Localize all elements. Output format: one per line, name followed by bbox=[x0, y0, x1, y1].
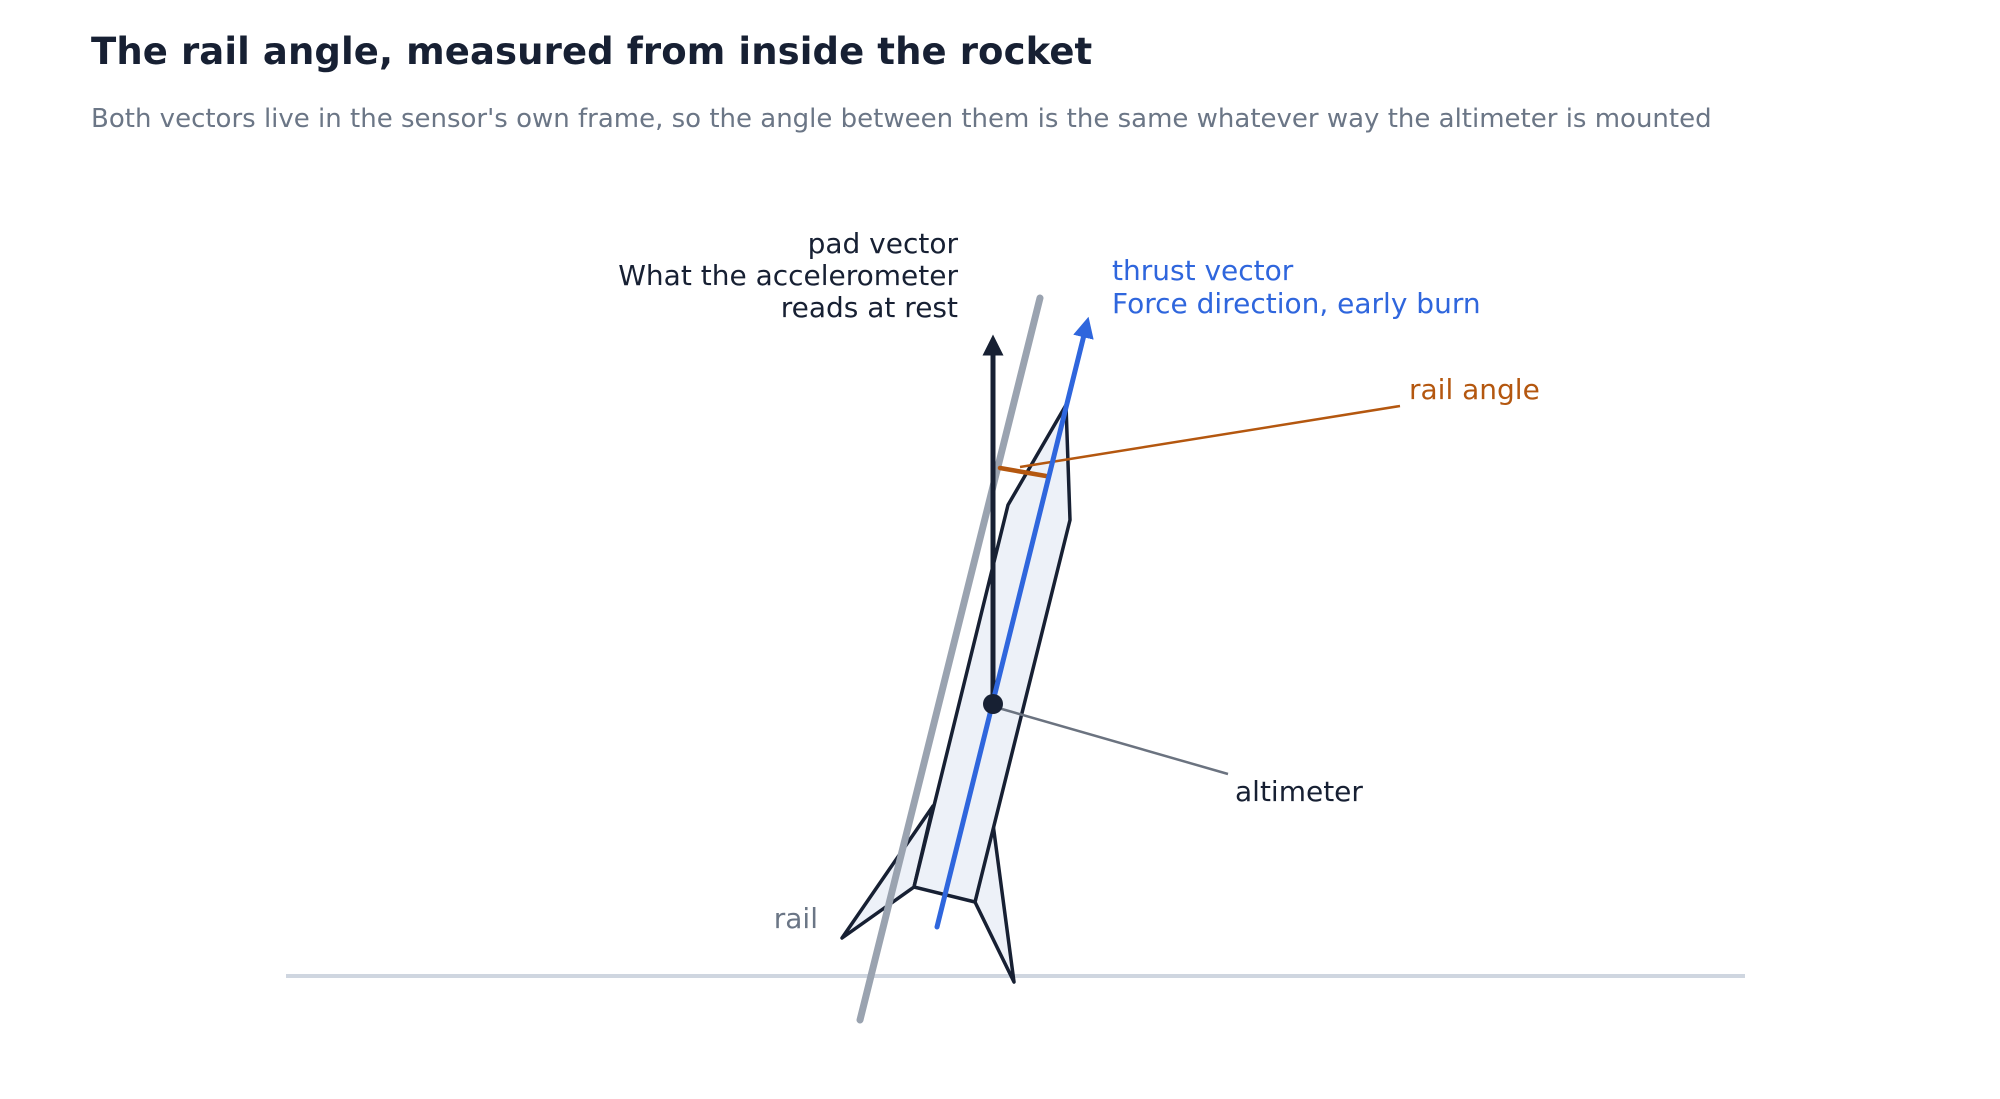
rail-angle-arc bbox=[997, 465, 1049, 479]
thrust-vector-description: Force direction, early burn bbox=[1112, 287, 1481, 320]
pad-vector-description-line1: What the accelerometer bbox=[618, 259, 958, 292]
altimeter-dot bbox=[983, 694, 1003, 714]
altimeter-leader bbox=[994, 705, 1229, 776]
rail-label: rail bbox=[774, 902, 818, 935]
altimeter-label: altimeter bbox=[1235, 775, 1363, 808]
rail-angle-label: rail angle bbox=[1409, 373, 1540, 406]
page-title: The rail angle, measured from inside the… bbox=[91, 30, 1093, 73]
thrust-vector-label: thrust vector bbox=[1112, 254, 1294, 287]
thrust-vector-arrow bbox=[934, 316, 1094, 930]
rail-angle-leader bbox=[1019, 404, 1401, 469]
pad-vector-description-line2: reads at rest bbox=[781, 291, 958, 324]
launch-rail bbox=[856, 294, 1044, 1024]
page-subtitle: Both vectors live in the sensor's own fr… bbox=[91, 104, 1712, 134]
pad-vector-label: pad vector bbox=[808, 227, 959, 260]
